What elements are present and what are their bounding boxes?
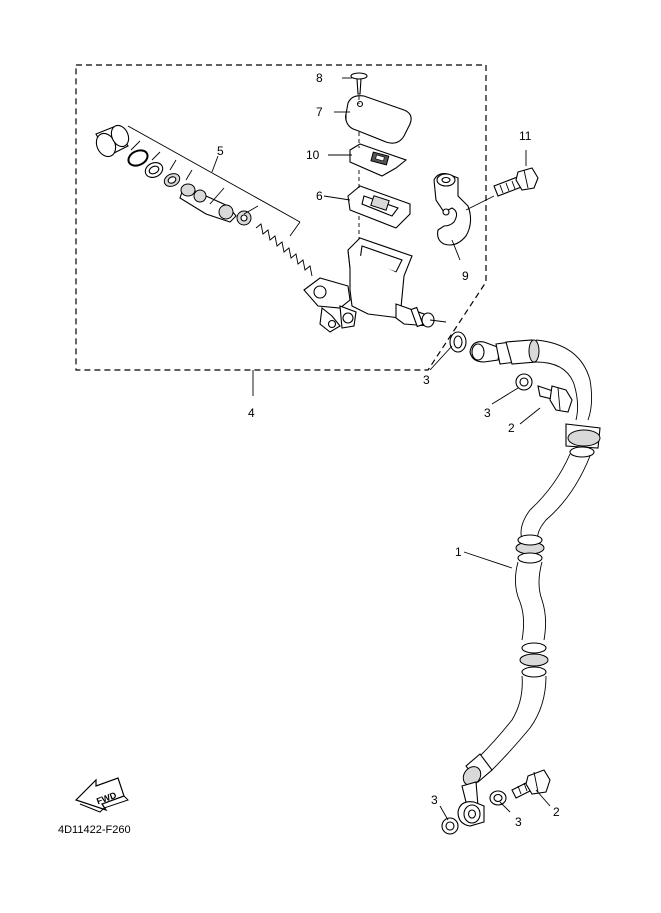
washer xyxy=(144,162,164,178)
callout-6: 6 xyxy=(316,189,323,203)
spring xyxy=(255,223,313,277)
copper-washer-upper xyxy=(449,331,467,353)
union-bolt-lower xyxy=(511,769,551,799)
callout-11: 11 xyxy=(519,129,532,143)
callout-2-upper: 2 xyxy=(508,421,515,435)
clamp-bolt xyxy=(493,167,539,197)
callout-3-mid: 3 xyxy=(484,406,491,420)
callout-4: 4 xyxy=(248,406,255,420)
reservoir-screw xyxy=(350,72,368,95)
master-cylinder-body xyxy=(303,237,447,333)
callout-1: 1 xyxy=(455,545,462,559)
callout-8: 8 xyxy=(316,71,323,85)
diagram-code: 4D11422-F260 xyxy=(58,824,131,836)
piston-kit xyxy=(95,124,313,277)
callout-2-lower: 2 xyxy=(553,805,560,819)
dust-boot xyxy=(95,124,130,158)
assembly-boundary xyxy=(75,64,487,371)
circlip xyxy=(127,149,149,167)
callout-3-lower-right: 3 xyxy=(515,815,522,829)
callout-5: 5 xyxy=(217,144,224,158)
fwd-arrow-icon: FWD xyxy=(74,777,129,813)
callout-3-upper: 3 xyxy=(423,373,430,387)
clamp-holder xyxy=(433,173,472,246)
leader-lines xyxy=(252,77,551,821)
cup xyxy=(236,210,252,226)
piston xyxy=(179,183,237,223)
reservoir-cap xyxy=(345,95,412,144)
callout-10: 10 xyxy=(306,148,320,162)
callout-3-lower-left: 3 xyxy=(431,793,438,807)
copper-washer-lower-right xyxy=(489,790,507,806)
callout-9: 9 xyxy=(462,269,469,283)
seal xyxy=(163,173,181,187)
brake-hose xyxy=(457,339,601,827)
copper-washer-mid xyxy=(515,373,533,391)
copper-washer-lower-left xyxy=(441,817,459,835)
callout-7: 7 xyxy=(316,105,323,119)
diaphragm-plate xyxy=(349,143,408,177)
union-bolt-upper xyxy=(537,385,573,413)
diaphragm xyxy=(347,185,411,229)
